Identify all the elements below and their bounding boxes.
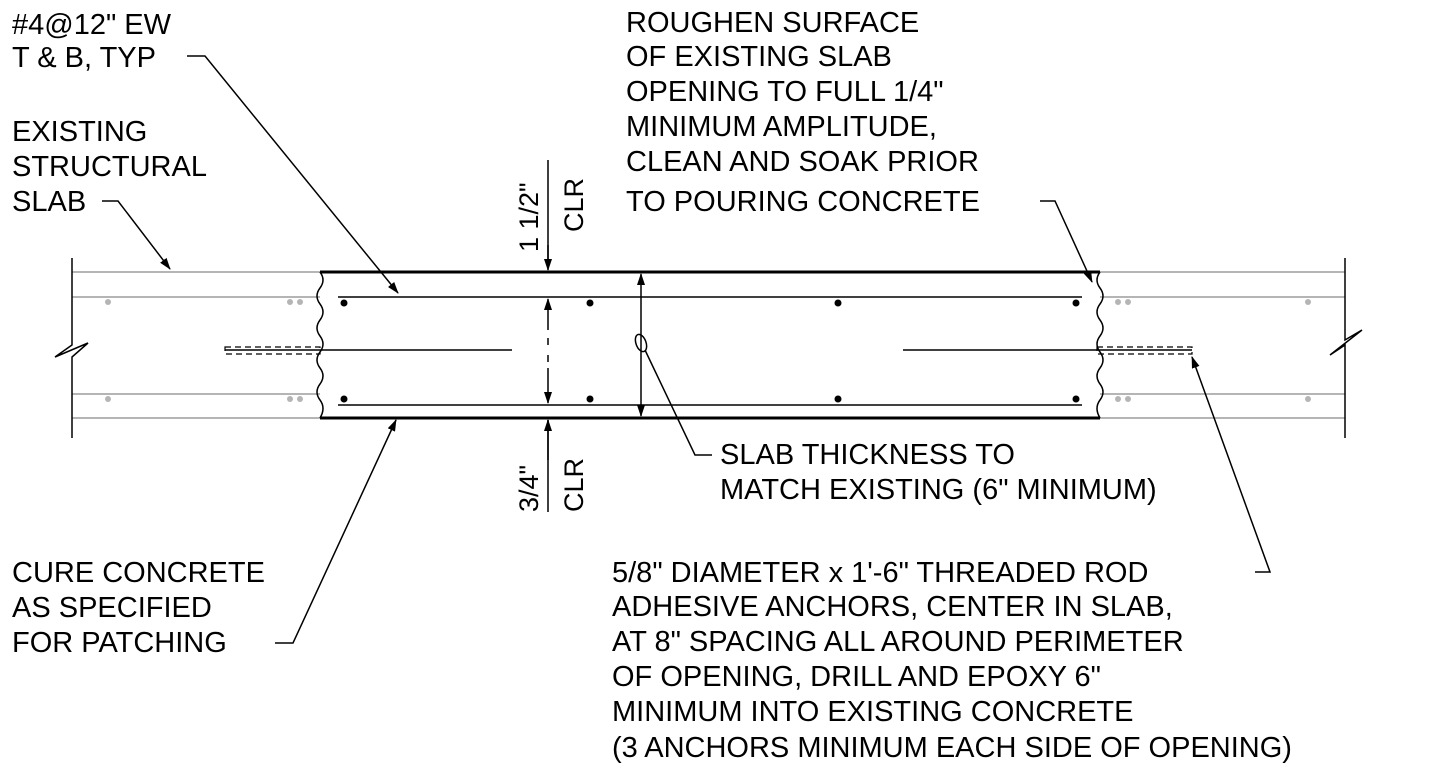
rebar-dot — [1072, 395, 1080, 403]
existing-slab-right — [1100, 271, 1345, 419]
leader-lines — [102, 55, 1272, 644]
break-line-left — [54, 258, 89, 438]
rebar-note: #4@12" EW T & B, TYP — [12, 9, 179, 74]
break-line-right — [1329, 258, 1363, 438]
rebar-dot — [586, 395, 594, 403]
adhesive-anchor-note: 5/8" DIAMETER x 1'-6" THREADED ROD ADHES… — [612, 557, 1292, 764]
top-clear-value: 1 1/2" — [514, 182, 544, 252]
rebar-dot — [834, 299, 842, 307]
rebar-dot — [340, 299, 348, 307]
bottom-clear-label: CLR — [559, 458, 589, 512]
rebar-dot — [1072, 299, 1080, 307]
new-concrete-patch — [224, 270, 1193, 420]
rebar-dot — [586, 299, 594, 307]
slab-thickness-note: SLAB THICKNESS TO MATCH EXISTING (6" MIN… — [720, 439, 1157, 506]
rod-embed-right — [1096, 346, 1193, 355]
rebar-dot — [340, 395, 348, 403]
existing-slab-note: EXISTING STRUCTURAL SLAB — [12, 116, 214, 218]
roughen-surface-note: ROUGHEN SURFACE OF EXISTING SLAB OPENING… — [626, 7, 987, 218]
top-clear-label: CLR — [559, 178, 589, 232]
rebar-dot — [834, 395, 842, 403]
slab-thickness-dimension — [634, 273, 648, 417]
rod-embed-left — [224, 346, 321, 355]
cure-concrete-note: CURE CONCRETE AS SPECIFIED FOR PATCHING — [12, 557, 273, 659]
bottom-clear-value: 3/4" — [514, 465, 544, 512]
existing-slab-left — [72, 271, 320, 419]
